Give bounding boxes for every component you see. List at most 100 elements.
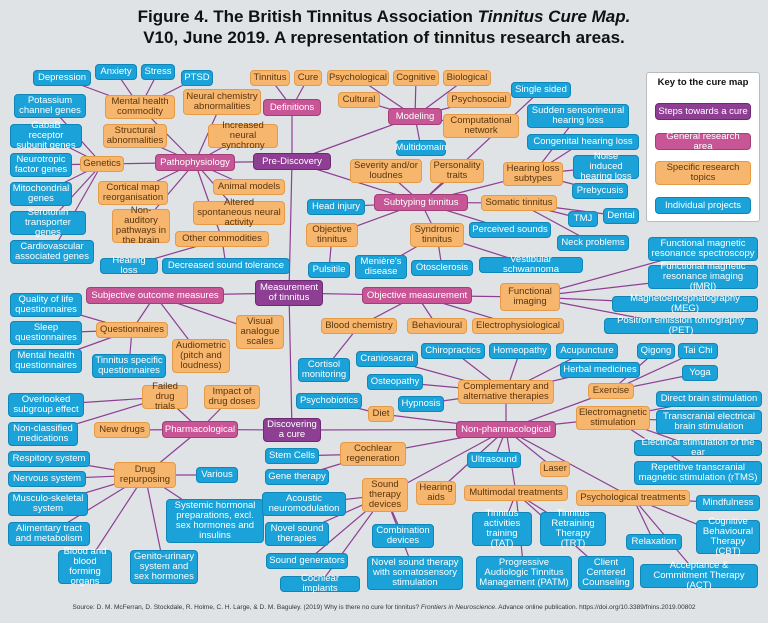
project-dental: Dental <box>603 208 639 224</box>
topic-audiometric: Audiometric (pitch and loudness) <box>172 339 230 373</box>
project-anxiety: Anxiety <box>95 64 137 80</box>
project-gene-therapy: Gene therapy <box>265 469 329 485</box>
area-nonpharm: Non-pharmacological <box>456 421 556 438</box>
project-meg: Magnetoencephalography (MEG) <box>612 294 758 314</box>
topic-new-drugs: New drugs <box>94 422 150 438</box>
project-herbal: Herbal medicines <box>560 362 640 378</box>
topic-genetics: Genetics <box>80 156 124 172</box>
topic-mental-health: Mental health commodity <box>105 95 175 119</box>
source-part-c: . Advance online publication. https://do… <box>494 604 696 611</box>
project-congenital: Congenital hearing loss <box>527 134 639 150</box>
topic-cortical-map: Cortical map reorganisation <box>98 181 168 205</box>
topic-psychological: Psychological <box>327 70 389 86</box>
project-hearing-loss: Hearing loss <box>100 256 158 276</box>
project-psychobiotics: Psychobiotics <box>296 393 362 409</box>
source-part-a: Source: D. M. McFerran, D. Stockdale, R.… <box>72 604 421 611</box>
topic-cognitive: Cognitive <box>393 70 439 86</box>
project-fmri: Functional magnetic resonance imaging (f… <box>648 262 758 292</box>
area-pharmacological: Pharmacological <box>162 421 238 438</box>
topic-severity: Severity and/or loudnes <box>350 159 422 183</box>
topic-structural: Structural abnormalities <box>103 124 167 148</box>
project-sleep: Sleep questionnaires <box>10 321 82 345</box>
project-qigong: Qigong <box>637 343 675 359</box>
topic-questionnaires: Questionnaires <box>96 322 168 338</box>
topic-laser: Laser <box>540 461 570 477</box>
project-act: Acceptance & Commitment Therapy (ACT) <box>640 561 758 591</box>
project-craniosacral: Craniosacral <box>356 351 418 367</box>
project-cochlear-implants: Cochlear implants <box>280 574 360 594</box>
area-objective: Objective measurement <box>362 287 472 304</box>
project-noise-induced: Noise induced hearing loss <box>573 152 639 182</box>
project-head-injury: Head injury <box>307 199 365 215</box>
project-tinnitus-specific: Tinnitus specific questionnaires <box>92 354 166 378</box>
source-part-b: Frontiers in Neuroscience <box>420 604 495 611</box>
project-systemic: Systemic hormonal preparations, excl. se… <box>166 499 264 543</box>
topic-exercise: Exercise <box>588 383 634 399</box>
project-relaxation: Relaxation <box>626 534 682 550</box>
topic-cure: Cure <box>294 70 322 86</box>
project-musculo: Musculo-skeletal system <box>8 492 88 516</box>
step-measurement: Measurement of tinnitus <box>255 280 323 306</box>
area-definitions: Definitions <box>263 99 321 116</box>
topic-computational: Computational network <box>443 114 519 138</box>
topic-behavioural: Behavioural <box>407 318 467 334</box>
project-osteopathy: Osteopathy <box>367 374 423 390</box>
topic-somatic: Somatic tinnitus <box>481 195 557 211</box>
topic-biological: Biological <box>443 70 491 86</box>
legend-steps: Steps towards a cure <box>655 103 751 120</box>
topic-impact-doses: Impact of drug doses <box>204 385 260 409</box>
topic-objective-tinnitus: Objective tinnitus <box>306 223 358 247</box>
topic-drug-repurposing: Drug repurposing <box>114 462 176 488</box>
topic-visual-analogue: Visual analogue scales <box>236 315 284 349</box>
topic-hearing-loss-subtypes: Hearing loss subtypes <box>503 162 563 186</box>
project-trt: Tinnitus Retraining Therapy (TRT) <box>540 509 606 549</box>
topic-psychosocial: Psychosocial <box>447 92 511 108</box>
topic-syndromic: Syndromic tinnitus <box>410 223 464 247</box>
topic-electrophysiological: Electrophysiological <box>472 318 564 334</box>
project-blood-organs: Blood and blood forming organs <box>58 547 112 587</box>
project-genito: Genito-urinary system and sex hormones <box>130 550 198 584</box>
project-rtms: Repetitive transcranial magnetic stimula… <box>634 461 762 485</box>
project-overlooked: Overlooked subgroup effect <box>8 393 84 417</box>
legend: Key to the cure map Steps towards a cure… <box>646 72 760 222</box>
project-stem-cells: Stem Cells <box>265 448 319 464</box>
project-respitory: Respitory system <box>8 451 90 467</box>
edge-genetics-cardio <box>51 163 103 253</box>
project-pet: Positron emission tomography (PET) <box>604 316 758 336</box>
legend-general: General research area <box>655 131 751 151</box>
project-single-sided: Single sided <box>511 82 571 98</box>
topic-non-auditory: Non-auditory pathways in the brain <box>112 206 170 246</box>
source-citation: Source: D. M. McFerran, D. Stockdale, R.… <box>0 604 768 611</box>
page-title: Figure 4. The British Tinnitus Associati… <box>0 6 768 48</box>
topic-electromagnetic: Electromagnetic stimulation <box>576 406 650 430</box>
project-hypnosis: Hypnosis <box>398 396 444 412</box>
project-tat: Tinnitus activities training (TAT) <box>472 509 532 549</box>
project-somatosensory: Novel sound therapy with somatosensory s… <box>367 556 463 590</box>
topic-sound-therapy: Sound therapy devices <box>362 478 408 512</box>
project-serotonin: Serotonin transporter genes <box>10 208 86 238</box>
legend-specific: Specific research topics <box>655 161 751 185</box>
title-part-b: Tinnitus Cure Map. <box>477 7 631 26</box>
edge-subtyping-single_sided <box>420 89 542 203</box>
topic-functional-imaging: Functional imaging <box>500 283 560 311</box>
edge-pathophysiology-other_comm <box>194 162 223 240</box>
project-gaba: GabaB receptor subunit genes <box>10 121 82 151</box>
project-fmrs: Functional magnetic resonance spectrosco… <box>648 237 758 261</box>
project-mental-questionnaires: Mental health questionnaires <box>10 349 82 373</box>
project-homeopathy: Homeopathy <box>489 343 551 359</box>
legend-title: Key to the cure map <box>657 77 749 88</box>
project-various: Various <box>196 467 238 483</box>
area-pathophysiology: Pathophysiology <box>155 154 235 171</box>
topic-animal-models: Animal models <box>213 179 285 195</box>
project-mitochondrial: Mitochondrial genes <box>10 182 72 206</box>
project-sudden-snhl: Sudden sensorineural hearing loss <box>527 104 629 128</box>
project-sound-generators: Sound generators <box>266 553 348 569</box>
project-potassium: Potassium channel genes <box>14 94 86 118</box>
step-discovering: Discovering a cure <box>263 418 321 442</box>
project-cbt: Cognitive Behavioural Therapy (CBT) <box>696 517 760 557</box>
edge-measurement-discovering <box>288 292 293 431</box>
topic-neural-chem: Neural chemistry abnormalities <box>183 89 261 115</box>
project-ccc: Client Centered Counseling <box>578 556 634 590</box>
topic-other-comm: Other commodities <box>175 231 269 247</box>
project-presbycusis: Prebycusis <box>572 183 628 199</box>
